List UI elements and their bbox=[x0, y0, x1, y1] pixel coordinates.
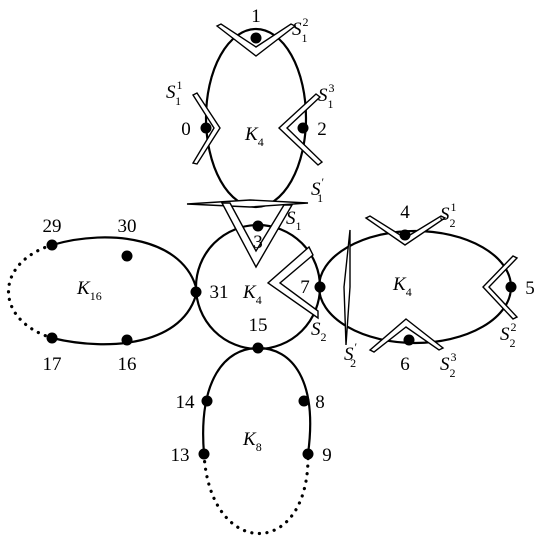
node-29 bbox=[46, 239, 58, 251]
node-14 bbox=[201, 395, 213, 407]
node-label-14: 14 bbox=[176, 392, 196, 413]
node-17 bbox=[46, 332, 58, 344]
node-31 bbox=[190, 286, 202, 298]
left-k16-cycle-dotted bbox=[6, 243, 54, 340]
node-3 bbox=[252, 220, 264, 232]
separator-s1-shape bbox=[220, 202, 294, 269]
node-6 bbox=[403, 334, 415, 346]
node-30 bbox=[121, 250, 133, 262]
node-label-17: 17 bbox=[43, 354, 62, 375]
separator-s2-prime-shape bbox=[343, 229, 351, 346]
node-label-30: 30 bbox=[118, 216, 137, 237]
component-label-left-k16: K16 bbox=[76, 278, 102, 303]
node-label-5: 5 bbox=[525, 278, 535, 299]
component-label-right-k4: K4 bbox=[392, 274, 412, 299]
separator-label-s2-prime: S′2 bbox=[344, 340, 358, 370]
separator-s1-2-shape bbox=[215, 23, 297, 57]
node-label-2: 2 bbox=[317, 119, 327, 140]
node-label-1: 1 bbox=[251, 6, 261, 27]
component-label-bottom-k8: K8 bbox=[242, 429, 262, 454]
node-8 bbox=[298, 395, 310, 407]
bottom-k8-cycle-solid bbox=[202, 346, 312, 455]
separator-s1-3-shape bbox=[277, 93, 324, 166]
node-label-16: 16 bbox=[118, 354, 137, 375]
node-4 bbox=[399, 229, 411, 241]
node-16 bbox=[121, 334, 133, 346]
node-label-29: 29 bbox=[43, 216, 62, 237]
node-label-13: 13 bbox=[171, 445, 190, 466]
node-label-9: 9 bbox=[322, 445, 332, 466]
node-label-31: 31 bbox=[210, 282, 229, 303]
separator-s2-shape bbox=[266, 245, 319, 320]
separator-label-s1-prime: S′1 bbox=[311, 175, 325, 205]
component-label-center-k4: K4 bbox=[242, 282, 262, 307]
node-0 bbox=[200, 122, 212, 134]
separator-label-s1: S1 bbox=[286, 208, 302, 233]
node-label-7: 7 bbox=[300, 277, 310, 298]
bottom-k8-cycle-dotted bbox=[202, 452, 310, 536]
node-5 bbox=[505, 281, 517, 293]
node-label-8: 8 bbox=[315, 392, 325, 413]
node-9 bbox=[302, 448, 314, 460]
node-label-4: 4 bbox=[400, 202, 410, 223]
node-label-0: 0 bbox=[181, 119, 191, 140]
node-7 bbox=[314, 281, 326, 293]
separator-label-s2: S2 bbox=[311, 319, 327, 344]
node-label-3: 3 bbox=[253, 232, 263, 253]
separator-s2-2-shape bbox=[482, 255, 519, 320]
separator-s2-3-shape bbox=[368, 318, 445, 353]
node-1 bbox=[250, 32, 262, 44]
node-label-6: 6 bbox=[400, 354, 410, 375]
component-label-top-k4: K4 bbox=[244, 124, 264, 149]
separator-s1-1-shape bbox=[191, 92, 221, 165]
node-label-15: 15 bbox=[249, 315, 268, 336]
node-2 bbox=[297, 122, 309, 134]
node-15 bbox=[252, 342, 264, 354]
node-13 bbox=[198, 448, 210, 460]
